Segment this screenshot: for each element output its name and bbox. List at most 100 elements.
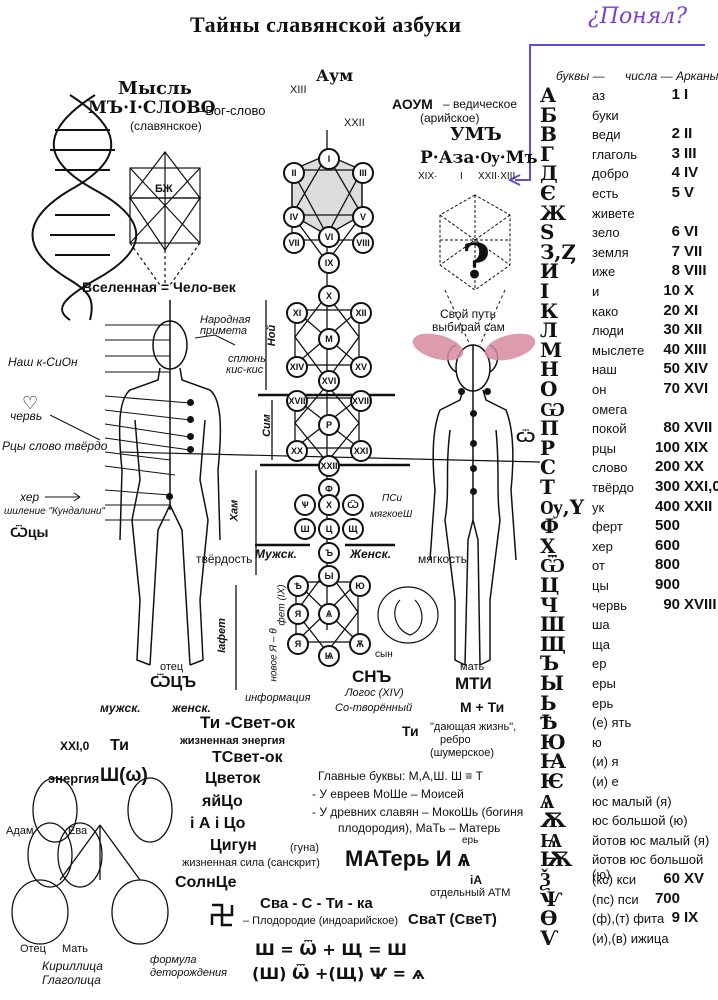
alphabet-row: Ѥ(и) е (540, 769, 718, 793)
tree-node: VIII (352, 232, 374, 254)
bzh-label: БЖ (155, 183, 173, 195)
alphabet-name: добро (592, 166, 629, 182)
tree-node: XIV (286, 356, 308, 378)
tree-node: XXII (318, 455, 340, 477)
u-slavyan-label: - У древних славян – МокоШь (богиня (312, 805, 524, 819)
alphabet-value: 800 (654, 556, 680, 574)
mysl-slovo: МЪ·І·СЛОВО (88, 98, 216, 118)
tree-node: Ш (294, 518, 316, 540)
alphabet-name: юс малый (я) (592, 793, 672, 809)
razum-label: Р·Аза·Ѹ·Мъ (420, 148, 538, 168)
alphabet-value: 80 (663, 419, 680, 437)
alphabet-arcana: VIII (684, 262, 707, 280)
alphabet-row: Ѣ (е) ять (540, 710, 718, 735)
alphabet-name: слово (592, 460, 628, 476)
alphabet-name: люди (592, 323, 624, 339)
alphabet-name: (ф),(т) фита (592, 911, 665, 927)
alphabet-header-letters: буквы — (556, 69, 605, 83)
alphabet-letter: Ю (540, 729, 566, 754)
alphabet-value: 3 (671, 144, 680, 162)
sva-label: Сва - С - Ти - ка (260, 895, 373, 912)
alphabet-letter: Є (540, 181, 556, 205)
plodorodiya-label: плодородия), МаТь – Матерь (338, 821, 501, 835)
xix-label: XIX· (418, 171, 438, 182)
alphabet-letter: Ѳ (540, 906, 558, 931)
ti-svet-label: Ти -Свет-ок (200, 713, 296, 732)
ti-right: Ти (402, 723, 419, 739)
tree-node: Ѩ (318, 645, 340, 667)
syn-label: сын (375, 649, 393, 660)
alphabet-letter: К (540, 298, 559, 323)
alphabet-arcana: XVIII (684, 595, 717, 613)
alphabet-letter: Ꙗ (540, 749, 566, 774)
alphabet-letter: Ч (540, 592, 559, 617)
alphabet-letter: Л (540, 318, 558, 343)
kundalini-label: шиление "Кундалини" (4, 506, 106, 517)
alphabet-letter: Ь (540, 690, 557, 715)
alphabet-name: рцы (592, 440, 617, 456)
alphabet-letter: З,Ȥ (540, 239, 576, 264)
alphabet-letter: Г (540, 141, 554, 166)
glavnye-label: Главные буквы: М,А,Ш. Ш ≡ Т (318, 769, 483, 783)
alphabet-name: (е) ять (592, 715, 632, 731)
tree-node: Я (287, 633, 309, 655)
alphabet-arcana: III (684, 144, 697, 162)
alphabet-value: 30 (663, 321, 680, 339)
alphabet-name: йотов юс большой (ю) (592, 852, 704, 883)
chakra-dot (484, 388, 491, 395)
um-label: УМЪ (450, 124, 502, 145)
nash-sion: Наш к-СиОн (8, 355, 78, 369)
tree-node: XVIII (350, 390, 372, 412)
chakra-dot (166, 493, 173, 500)
alphabet-name: (и),(в) ижица (592, 930, 669, 946)
zhensk-left: женск. (172, 701, 211, 715)
chakra-dot (470, 410, 477, 417)
alphabet-value: 60 (663, 870, 680, 887)
alphabet-arcana: XV (684, 870, 705, 887)
eva-label: Ева (68, 825, 88, 837)
tree-node: Я (287, 603, 309, 625)
alphabet-value: 20 (663, 301, 680, 319)
vybiray: выбирай сам (432, 320, 505, 334)
fetus (377, 586, 439, 644)
alphabet-value: 500 (654, 517, 680, 535)
alphabet-letter: Д (540, 161, 558, 186)
alphabet-name: како (592, 303, 619, 319)
alphabet-letter: Ъ (540, 651, 560, 676)
alphabet-name: йотов юс малый (я) (592, 832, 710, 848)
alphabet-letter: Ѫ (540, 808, 567, 833)
tree-node: Ю (349, 575, 371, 597)
rcy-label: Рцы слово твёрдо (2, 439, 108, 453)
tree-node: Х (318, 494, 340, 516)
alphabet-name: (и) я (592, 754, 619, 770)
alphabet-name: твёрдо (592, 480, 634, 495)
alphabet-letter: Ѣ (540, 710, 558, 735)
iaitso-label: i А i Цо (190, 815, 246, 832)
alphabet-letter: Ѯ (540, 867, 551, 891)
tree-node: XX (286, 440, 308, 462)
alphabet-letter: Ѭ (540, 847, 573, 872)
adam-label: Адам (6, 825, 34, 837)
right-head-diagram (439, 194, 511, 346)
alphabet-value: 5 (671, 184, 680, 201)
alphabet-arcana: XII (684, 321, 703, 339)
solnce-label: СолнЦе (175, 874, 237, 891)
tree-node: XVII (286, 390, 308, 412)
myagkoe-label: мягкоеШ (370, 509, 413, 520)
alphabet-value: 50 (663, 360, 680, 378)
tree-node-top: I (318, 148, 340, 170)
alphabet-letter: Щ (540, 631, 566, 656)
alphabet-letter: Ѿ (540, 553, 566, 578)
alphabet-letter: Ы (540, 671, 565, 695)
novoe-label: новое Я – θ (268, 628, 280, 682)
